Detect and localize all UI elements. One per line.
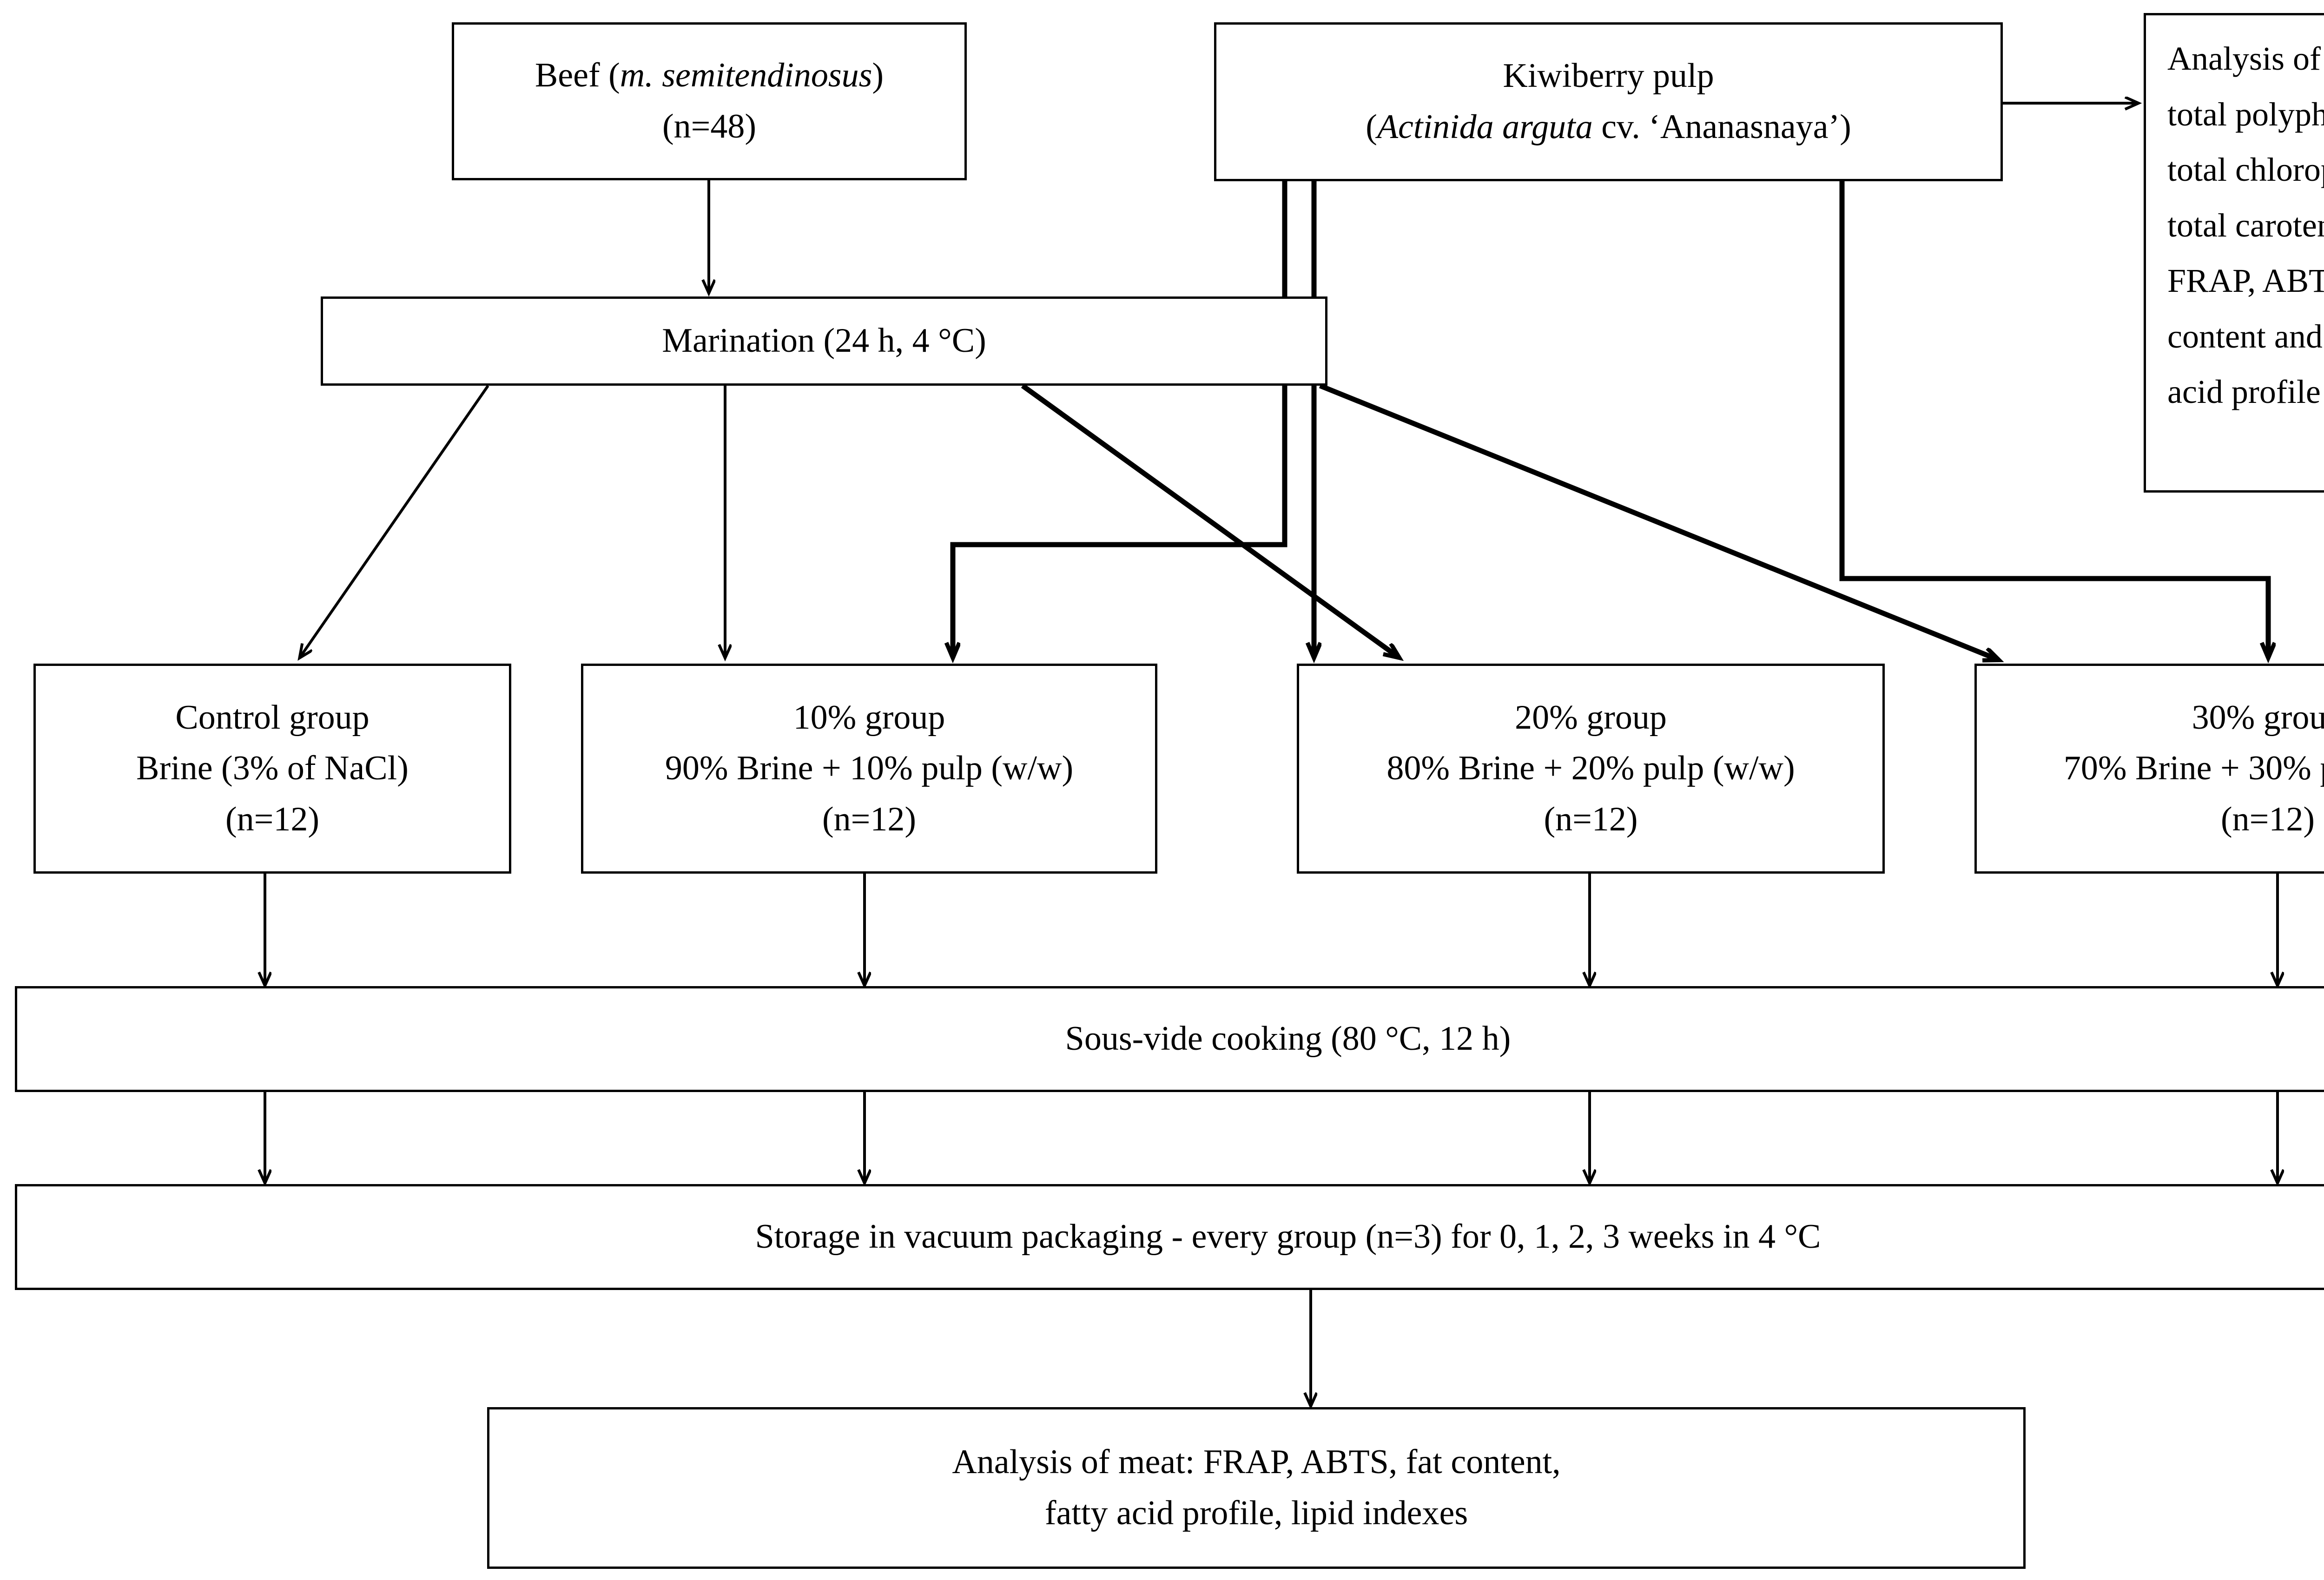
node-marination[interactable]: Marination (24 h, 4 °C)	[321, 296, 1327, 386]
meat-analysis-line1: Analysis of meat: FRAP, ABTS, fat conten…	[952, 1443, 1561, 1481]
node-group-20[interactable]: 20% group 80% Brine + 20% pulp (w/w) (n=…	[1297, 664, 1885, 874]
pulp-analysis-line4: total carotenoids;	[2167, 206, 2324, 244]
group-30-line1: 30% group	[2192, 698, 2324, 737]
pulp-analysis-line1: Analysis of pulp:	[2167, 40, 2324, 77]
node-sous-vide[interactable]: Sous-vide cooking (80 °C, 12 h)	[15, 986, 2324, 1092]
group-20-line3: (n=12)	[1544, 800, 1638, 838]
pulp-analysis-line5: FRAP, ABTS, fat	[2167, 262, 2324, 300]
edge-marination-to-group30	[1319, 383, 1999, 660]
control-group-line1: Control group	[175, 698, 370, 737]
node-beef-line1: Beef (m. semitendinosus)	[535, 56, 884, 95]
pulp-analysis-line6: content and fatty	[2167, 317, 2324, 355]
sous-vide-line1: Sous-vide cooking (80 °C, 12 h)	[1065, 1020, 1511, 1058]
edge-marination-to-group20	[1021, 383, 1399, 658]
group-10-line3: (n=12)	[822, 800, 917, 838]
node-marination-line1: Marination (24 h, 4 °C)	[662, 322, 986, 360]
group-20-line1: 20% group	[1515, 698, 1667, 737]
node-meat-analysis[interactable]: Analysis of meat: FRAP, ABTS, fat conten…	[487, 1407, 2026, 1569]
node-group-10[interactable]: 10% group 90% Brine + 10% pulp (w/w) (n=…	[581, 664, 1157, 874]
control-group-line3: (n=12)	[225, 800, 320, 838]
node-kiwiberry[interactable]: Kiwiberry pulp (Actinida arguta cv. ‘Ana…	[1214, 22, 2003, 181]
group-10-line2: 90% Brine + 10% pulp (w/w)	[665, 749, 1074, 788]
node-control-group[interactable]: Control group Brine (3% of NaCl) (n=12)	[33, 664, 511, 874]
pulp-analysis-line3: total chlorophylls,	[2167, 151, 2324, 189]
meat-analysis-line2: fatty acid profile, lipid indexes	[1044, 1494, 1468, 1532]
pulp-analysis-line2: total polyphenols;	[2167, 95, 2324, 133]
node-pulp-analysis[interactable]: Analysis of pulp: total polyphenols; tot…	[2144, 13, 2324, 493]
pulp-analysis-line7: acid profile (n=3)	[2167, 373, 2324, 411]
group-30-line2: 70% Brine + 30% pulp (w/w)	[2063, 749, 2324, 788]
node-storage[interactable]: Storage in vacuum packaging - every grou…	[15, 1184, 2324, 1290]
control-group-line2: Brine (3% of NaCl)	[136, 749, 409, 788]
group-30-line3: (n=12)	[2220, 800, 2315, 838]
group-10-line1: 10% group	[793, 698, 945, 737]
edge-kiwiberry-to-group10	[953, 181, 1287, 658]
edge-marination-to-control	[300, 385, 489, 658]
node-kiwiberry-line1: Kiwiberry pulp	[1503, 57, 1714, 95]
node-kiwiberry-line2: (Actinida arguta cv. ‘Ananasnaya’)	[1366, 108, 1851, 146]
node-group-30[interactable]: 30% group 70% Brine + 30% pulp (w/w) (n=…	[1974, 664, 2324, 874]
node-beef[interactable]: Beef (m. semitendinosus) (n=48)	[452, 22, 967, 180]
storage-line1: Storage in vacuum packaging - every grou…	[755, 1218, 1821, 1256]
node-beef-line2: (n=48)	[662, 107, 757, 145]
group-20-line2: 80% Brine + 20% pulp (w/w)	[1386, 749, 1795, 788]
